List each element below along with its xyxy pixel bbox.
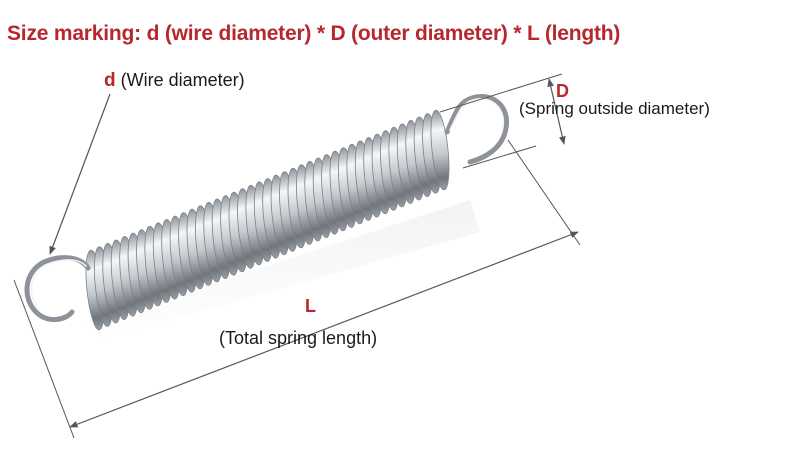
spring-coil [430,109,450,191]
outer-diameter-description: (Spring outside diameter) [519,99,710,118]
spring-coils [85,109,450,331]
length-symbol: L [305,296,316,316]
size-marking-title: Size marking: d (wire diameter) * D (out… [7,22,621,45]
outer-diameter-symbol: D [556,81,569,101]
wire-diameter-label: d (Wire diameter) [104,70,245,92]
wire-diameter-description: (Wire diameter) [120,70,245,90]
right-hook-highlight [449,98,505,131]
wire-diameter-leader [49,93,111,255]
right-hook [444,94,509,165]
left-hook [24,255,91,322]
wire-diameter-symbol: d [104,70,116,91]
total-length-dimension [13,139,581,439]
outer-diameter-dimension [439,73,566,169]
length-description: (Total spring length) [219,328,378,348]
